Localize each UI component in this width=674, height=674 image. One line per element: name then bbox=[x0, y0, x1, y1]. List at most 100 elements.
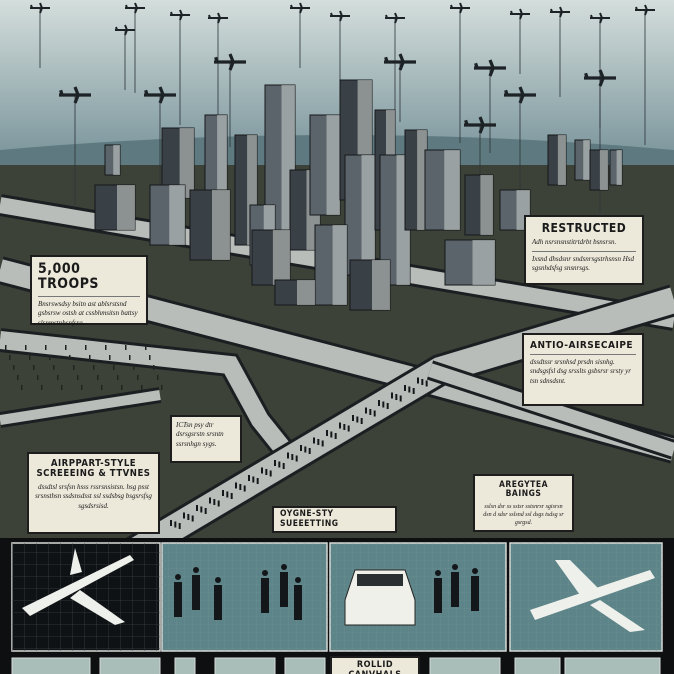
soldier-figure bbox=[65, 345, 67, 350]
soldier-head bbox=[262, 570, 268, 576]
soldier-figure bbox=[347, 425, 350, 432]
soldier-figure bbox=[214, 585, 222, 620]
plane-icon bbox=[450, 2, 470, 14]
thumbnail-panel bbox=[284, 657, 326, 674]
bottom-panels bbox=[11, 542, 663, 674]
soldier-head bbox=[472, 568, 478, 574]
callout-body: Ixsnd dhsdsnr sndsnrsgstrhsnsn Hsd sgsnh… bbox=[532, 254, 634, 273]
callout-title: 5,000 TROOPS bbox=[38, 261, 100, 293]
soldier-figure bbox=[280, 572, 288, 607]
divider bbox=[38, 295, 140, 297]
soldier-figure bbox=[391, 392, 393, 399]
soldier-figure bbox=[226, 491, 229, 498]
soldier-figure bbox=[9, 355, 11, 360]
soldier-figure bbox=[178, 523, 181, 529]
soldier-figure bbox=[235, 482, 237, 489]
building-highlight bbox=[117, 185, 135, 230]
soldier-figure bbox=[37, 375, 39, 380]
soldier-figure bbox=[153, 365, 155, 370]
callout-event: OYGNE-STY SUEEETTING bbox=[272, 506, 397, 533]
building-highlight bbox=[212, 190, 230, 260]
soldier-figure bbox=[399, 395, 402, 402]
soldier-figure bbox=[125, 345, 127, 350]
plane-icon bbox=[59, 86, 91, 104]
plane-icon bbox=[330, 10, 350, 22]
soldier-figure bbox=[378, 400, 380, 406]
plane-icon bbox=[115, 24, 135, 36]
thumbnail-panel bbox=[99, 657, 161, 674]
soldier-figure bbox=[73, 365, 75, 370]
soldier-figure bbox=[239, 484, 242, 490]
soldier-figure bbox=[339, 422, 341, 429]
road bbox=[0, 331, 308, 476]
soldier-figure bbox=[57, 375, 59, 380]
soldier-figure bbox=[256, 478, 259, 484]
soldier-head bbox=[175, 574, 181, 580]
soldier-figure bbox=[33, 365, 35, 370]
soldier-figure bbox=[217, 500, 220, 507]
soldier-figure bbox=[373, 410, 376, 417]
building-highlight bbox=[583, 140, 590, 180]
soldier-figure bbox=[17, 375, 19, 380]
soldier-figure bbox=[61, 385, 63, 390]
soldier-figure bbox=[321, 440, 324, 447]
soldier-figure bbox=[395, 394, 398, 400]
soldier-figure bbox=[352, 415, 354, 421]
plane-icon bbox=[385, 12, 405, 24]
soldier-figure bbox=[41, 385, 43, 390]
soldier-figure bbox=[192, 575, 200, 610]
soldier-figure bbox=[29, 355, 31, 360]
thumbnail-panel bbox=[429, 657, 501, 674]
soldier-figure bbox=[113, 365, 115, 370]
soldier-figure bbox=[261, 467, 263, 474]
airliner-icon bbox=[530, 560, 655, 632]
soldier-figure bbox=[141, 385, 143, 390]
soldier-figure bbox=[304, 446, 307, 453]
callout-title: ANTIO-AIRSECAIPE bbox=[530, 340, 634, 351]
soldier-figure bbox=[330, 431, 333, 438]
divider bbox=[530, 354, 636, 355]
soldier-figure bbox=[317, 439, 320, 445]
soldier-figure bbox=[25, 345, 27, 350]
soldier-figure bbox=[174, 521, 177, 528]
plane-icon bbox=[510, 8, 530, 20]
soldier-figure bbox=[204, 508, 207, 514]
soldier-figure bbox=[261, 578, 269, 613]
plane-icon bbox=[464, 116, 496, 134]
building-highlight bbox=[361, 155, 375, 275]
soldier-figure bbox=[417, 377, 419, 384]
troop-columns bbox=[5, 345, 428, 529]
callout-title: AIRPPART-STYLE SCREEEING & TTVNES bbox=[36, 458, 151, 480]
divider bbox=[532, 250, 636, 252]
plane-icon bbox=[144, 86, 176, 104]
building-highlight bbox=[217, 115, 227, 195]
soldier-figure bbox=[291, 454, 294, 460]
building-highlight bbox=[616, 150, 622, 185]
soldier-figure bbox=[248, 475, 250, 481]
soldier-figure bbox=[421, 379, 424, 385]
soldier-figure bbox=[196, 505, 198, 511]
soldier-figure bbox=[451, 572, 459, 607]
plane-icon bbox=[590, 12, 610, 24]
callout-body: dssdtsl srsfsn hsss rssrsnsistsn. hsg ps… bbox=[35, 482, 152, 510]
soldier-head bbox=[295, 577, 301, 583]
callout-body: Bnsrswsdsy bsitn ast ablsrstsnd gsbsrsw … bbox=[38, 299, 138, 327]
thumbnail-panel bbox=[514, 657, 561, 674]
soldier-figure bbox=[49, 355, 51, 360]
thumbnail-panel bbox=[564, 657, 661, 674]
soldier-figure bbox=[213, 499, 216, 505]
building-highlight bbox=[247, 135, 257, 245]
soldier-figure bbox=[343, 424, 346, 430]
building-highlight bbox=[472, 240, 495, 285]
soldier-head bbox=[435, 570, 441, 576]
soldier-figure bbox=[133, 365, 135, 370]
soldier-figure bbox=[174, 582, 182, 617]
callout-title: OYGNE-STY SUEEETTING bbox=[280, 509, 339, 529]
soldier-figure bbox=[187, 514, 190, 520]
soldier-figure bbox=[5, 345, 7, 350]
callout-screening: AIRPPART-STYLE SCREEEING & TTVNES dssdts… bbox=[27, 452, 160, 534]
callout-body: sslsn dsr ss sstsr sstsnrsr sgisrsn dsn … bbox=[483, 503, 564, 526]
building-highlight bbox=[444, 150, 460, 230]
soldier-figure bbox=[222, 490, 224, 496]
